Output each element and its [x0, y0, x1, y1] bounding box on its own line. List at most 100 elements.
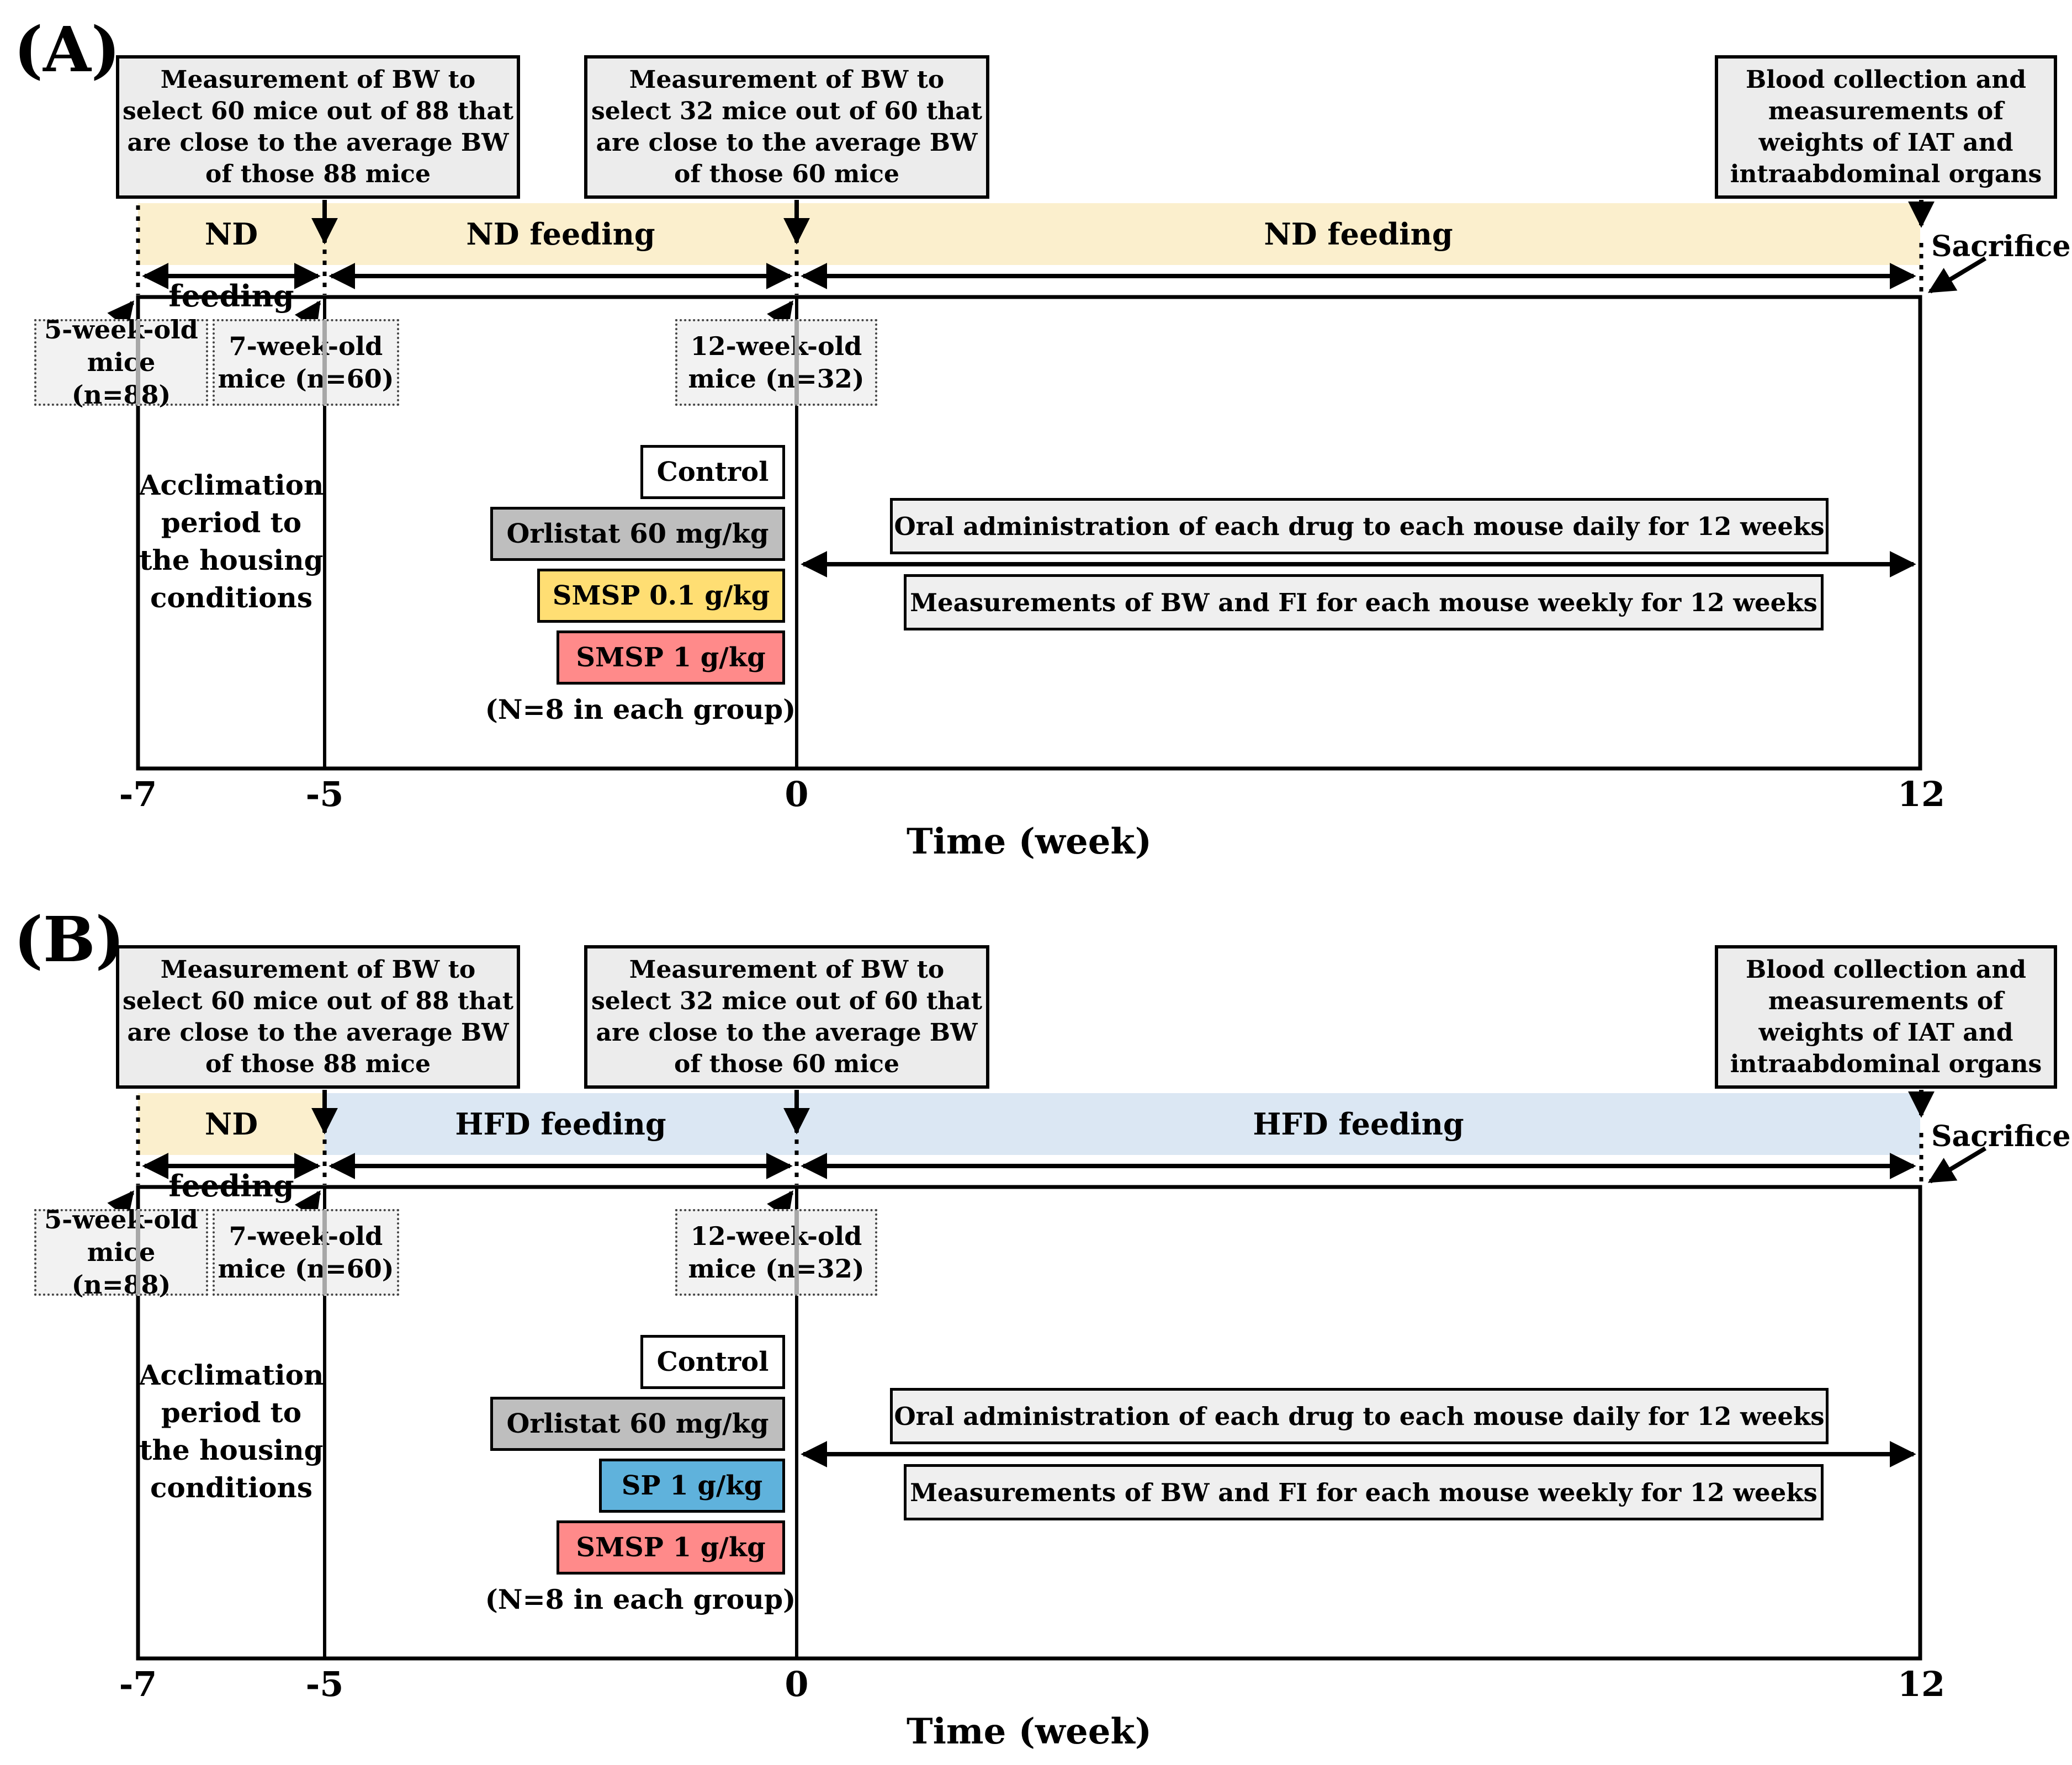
acclimation-line: period to	[161, 506, 302, 539]
acclimation-line: the housing	[139, 1434, 324, 1466]
select-60-line: of those 88 mice	[205, 160, 431, 189]
select-60-of-88-box: Measurement of BW to select 60 mice out …	[116, 945, 520, 1089]
blood-line: intraabdominal organs	[1730, 160, 2042, 189]
nd-feeding-band	[138, 1093, 325, 1155]
blood-line: Blood collection and	[1746, 955, 2026, 984]
feeding-label-treatment-segment: ND feeding	[1264, 216, 1453, 252]
tick-0: 0	[785, 1664, 809, 1704]
acclimation-line: Acclimation	[139, 469, 324, 501]
tick-minus5: -5	[305, 1664, 344, 1704]
group-control-label: Control	[656, 457, 769, 487]
select-32-line: of those 60 mice	[674, 160, 899, 189]
select-32-line: are close to the average BW	[596, 129, 978, 157]
tick-minus7: -7	[119, 1664, 157, 1704]
acclimation-line: the housing	[139, 544, 324, 576]
panel-b-label: (B)	[14, 904, 125, 976]
blood-line: measurements of	[1768, 987, 2004, 1015]
blood-line: Blood collection and	[1746, 65, 2026, 94]
mice-5wk-line: mice (n=88)	[71, 347, 171, 410]
select-60-line: Measurement of BW to	[160, 955, 476, 984]
hfd-feeding-band	[325, 1093, 1920, 1155]
select-60-line: are close to the average BW	[127, 1019, 509, 1047]
week-lines-through-boxes	[136, 1210, 799, 1295]
oral-admin-label: Oral administration of each drug to each…	[894, 1401, 1825, 1431]
group-control: Control	[640, 445, 785, 499]
group-control-label: Control	[656, 1347, 769, 1377]
panel-a-label: (A)	[14, 14, 120, 86]
blood-line: measurements of	[1768, 97, 2004, 125]
acclimation-line: conditions	[150, 581, 313, 614]
acclimation-line: period to	[161, 1396, 302, 1429]
group-smsp-1-label: SMSP 1 g/kg	[576, 1532, 766, 1563]
nd-feeding-band	[138, 203, 1920, 265]
select-32-line: of those 60 mice	[674, 1050, 899, 1079]
select-60-line: select 60 mice out of 88 that	[122, 987, 514, 1015]
group-smsp-01: SMSP 0.1 g/kg	[537, 569, 785, 623]
mice-12wk-box: 12-week-old mice (n=32)	[675, 1209, 877, 1296]
mice-7wk-line: 7-week-old	[229, 1221, 383, 1251]
group-sp-1-label: SP 1 g/kg	[621, 1470, 763, 1501]
select-32-line: are close to the average BW	[596, 1019, 978, 1047]
select-60-of-88-box: Measurement of BW to select 60 mice out …	[116, 55, 520, 199]
mice-12wk-line: mice (n=32)	[688, 363, 865, 394]
axis-title: Time (week)	[906, 821, 1152, 862]
blood-line: intraabdominal organs	[1730, 1050, 2042, 1079]
select-60-line: of those 88 mice	[205, 1050, 431, 1079]
axis-title: Time (week)	[906, 1711, 1152, 1752]
mice-12wk-line: 12-week-old	[690, 331, 862, 361]
blood-collection-box: Blood collection and measurements of wei…	[1715, 55, 2057, 199]
feeding-label-treatment-segment: HFD feeding	[1253, 1106, 1464, 1142]
panel-b: (B) Measurement of BW to select 60 mice …	[0, 890, 2072, 1765]
group-smsp-01-label: SMSP 0.1 g/kg	[552, 580, 770, 611]
weekly-measure-label: Measurements of BW and FI for each mouse…	[910, 587, 1817, 617]
select-32-line: Measurement of BW to	[629, 955, 945, 984]
weekly-measure-label: Measurements of BW and FI for each mouse…	[910, 1477, 1817, 1507]
select-32-line: select 32 mice out of 60 that	[591, 97, 983, 125]
panel-a: (A) Measurement of BW to select 60 mice …	[14, 14, 2071, 863]
timeline-lines	[107, 200, 1987, 771]
select-32-of-60-box: Measurement of BW to select 32 mice out …	[584, 945, 989, 1089]
mice-12wk-box: 12-week-old mice (n=32)	[675, 319, 877, 406]
mice-5wk-line: mice (n=88)	[71, 1237, 171, 1300]
select-60-line: select 60 mice out of 88 that	[122, 97, 514, 125]
blood-collection-box: Blood collection and measurements of wei…	[1715, 945, 2057, 1089]
select-60-line: Measurement of BW to	[160, 65, 476, 94]
feeding-label-pre-segment: ND feeding	[466, 216, 655, 252]
tick-0: 0	[785, 774, 809, 814]
group-orlistat-label: Orlistat 60 mg/kg	[506, 518, 769, 549]
mice-12wk-line: 12-week-old	[690, 1221, 862, 1251]
tick-minus5: -5	[305, 774, 344, 814]
oral-admin-box: Oral administration of each drug to each…	[890, 1388, 1829, 1444]
group-sp-1: SP 1 g/kg	[599, 1459, 785, 1513]
sacrifice-label: Sacrifice	[1931, 230, 2071, 263]
group-control: Control	[640, 1335, 785, 1389]
mice-7wk-line: 7-week-old	[229, 331, 383, 361]
tick-12: 12	[1897, 774, 1946, 814]
acclimation-note: Acclimation period to the housing condit…	[132, 467, 331, 617]
event-down-arrows	[311, 1090, 1935, 1135]
mice-7wk-box: 7-week-old mice (n=60)	[213, 1209, 399, 1296]
select-32-line: select 32 mice out of 60 that	[591, 987, 983, 1015]
group-smsp-1: SMSP 1 g/kg	[557, 630, 785, 685]
group-orlistat-label: Orlistat 60 mg/kg	[506, 1408, 769, 1439]
select-60-line: are close to the average BW	[127, 129, 509, 157]
feeding-label-pre-segment: HFD feeding	[455, 1106, 666, 1142]
tick-12: 12	[1897, 1664, 1946, 1704]
acclimation-line: Acclimation	[139, 1359, 324, 1391]
tick-minus7: -7	[119, 774, 157, 814]
group-orlistat: Orlistat 60 mg/kg	[490, 1397, 785, 1451]
blood-line: weights of IAT and	[1758, 1019, 2013, 1047]
group-orlistat: Orlistat 60 mg/kg	[490, 507, 785, 561]
select-32-of-60-box: Measurement of BW to select 32 mice out …	[584, 55, 989, 199]
oral-admin-label: Oral administration of each drug to each…	[894, 511, 1825, 541]
sacrifice-label: Sacrifice	[1931, 1120, 2071, 1153]
group-smsp-1: SMSP 1 g/kg	[557, 1520, 785, 1575]
blood-line: weights of IAT and	[1758, 129, 2013, 157]
acclimation-note: Acclimation period to the housing condit…	[132, 1356, 331, 1507]
group-smsp-1-label: SMSP 1 g/kg	[576, 642, 766, 673]
acclimation-line: conditions	[150, 1471, 313, 1504]
select-32-line: Measurement of BW to	[629, 65, 945, 94]
mice-7wk-line: mice (n=60)	[218, 1253, 394, 1284]
week-lines-through-boxes	[136, 320, 799, 405]
